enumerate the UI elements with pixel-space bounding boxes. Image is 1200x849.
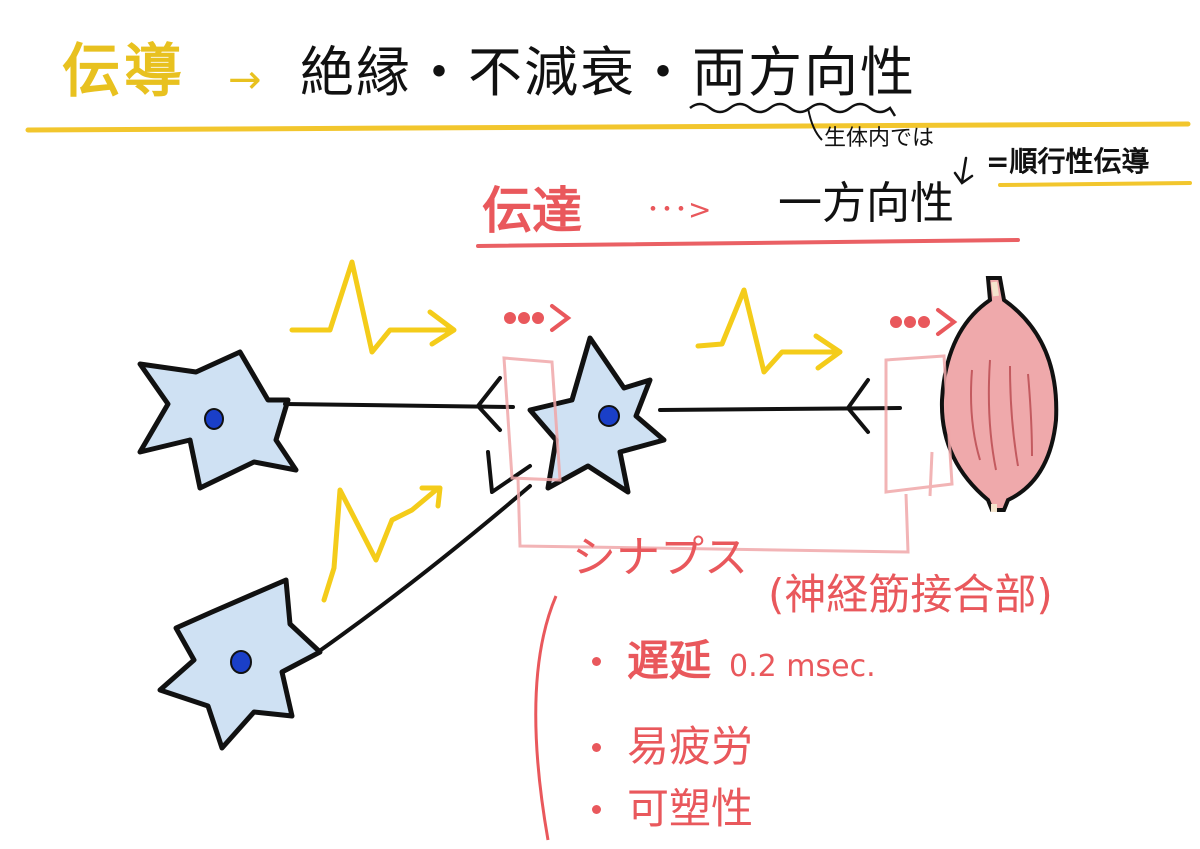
axon-center-terminal (846, 378, 870, 434)
muscle (939, 276, 1059, 512)
note-bracket (807, 107, 823, 141)
feature-label: 可塑性 (627, 784, 754, 833)
bullet-dot (592, 656, 601, 666)
axon-upper (283, 402, 515, 409)
in-vivo-note: 生体内では (824, 126, 935, 151)
note-arrow (953, 156, 974, 185)
synapse-label: シナプス (572, 532, 748, 583)
axon-lower-terminal (486, 450, 532, 494)
axon-lower (316, 484, 532, 654)
impulses (289, 259, 843, 603)
feature-item: 易疲労 (592, 726, 753, 768)
transmission-arrows (504, 304, 958, 336)
bullet-dot (592, 804, 601, 814)
neuron-lower-left (157, 577, 323, 751)
conduction-properties: 絶縁・不減衰・両方向性 (300, 41, 916, 104)
synapse-boxes (502, 354, 954, 554)
orthodromic-underline (998, 181, 1192, 187)
bidirectional-wavy-underline (689, 102, 897, 117)
axon-upper-terminal (476, 376, 502, 432)
transmission-dots: ･･･> (646, 193, 712, 226)
axon-center (658, 406, 902, 412)
transmission-title: 伝達 (482, 182, 582, 240)
bullet-dot (592, 742, 601, 752)
feature-item: 可塑性 (592, 788, 753, 830)
transmission-underline (476, 238, 1020, 248)
nmj-label: (神経筋接合部) (768, 570, 1053, 619)
conduction-arrow: → (228, 57, 262, 103)
conduction-title: 伝導 (62, 37, 187, 105)
feature-label: 遅延 (627, 636, 712, 685)
feature-label: 易疲労 (627, 722, 754, 771)
unidirectional-label: 一方向性 (778, 178, 954, 229)
orthodromic-conduction-label: =順行性伝導 (986, 145, 1150, 178)
heading-underline (25, 121, 1191, 133)
neuron-center (527, 335, 667, 495)
feature-value: 0.2 msec. (729, 649, 876, 684)
features-brace (534, 595, 558, 841)
neuron-upper-left (137, 349, 299, 491)
